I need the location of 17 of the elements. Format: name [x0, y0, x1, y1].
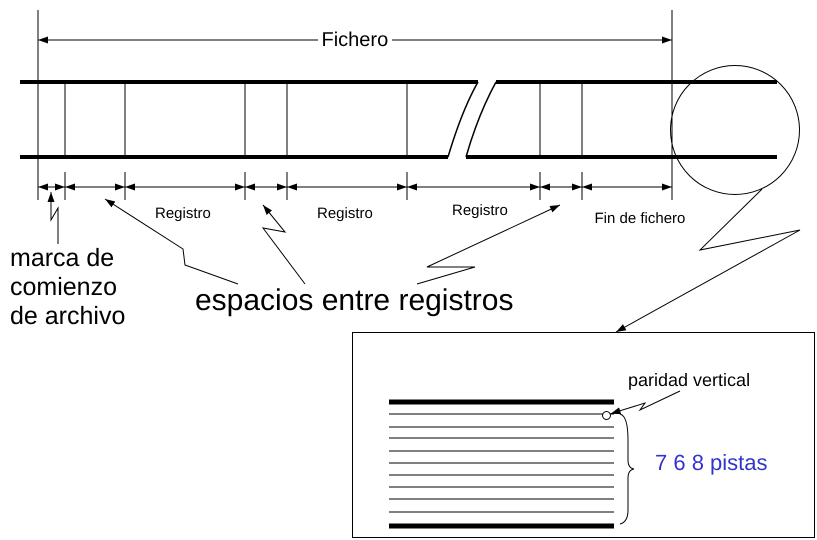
dimension-label: Registro [155, 206, 211, 220]
leader-line [616, 188, 800, 332]
track-count-label: 7 6 8 pistas [655, 452, 768, 474]
dimension-label: Registro [317, 206, 373, 220]
parity-bit-marker [602, 411, 611, 420]
magnifier-circle [670, 65, 800, 195]
leader-line [262, 204, 306, 284]
leader-line [610, 390, 680, 414]
dimension-label: Registro [452, 202, 508, 218]
callout-text: marca de comienzo de archivo [10, 244, 138, 332]
callout-text: espacios entre registros [195, 284, 540, 320]
leader-line [48, 192, 58, 244]
detail-box [352, 332, 815, 538]
leader-line [416, 204, 560, 284]
callout-text: paridad vertical [628, 369, 813, 391]
dimension-label: Fin de fichero [594, 210, 686, 226]
leader-line [104, 198, 238, 284]
